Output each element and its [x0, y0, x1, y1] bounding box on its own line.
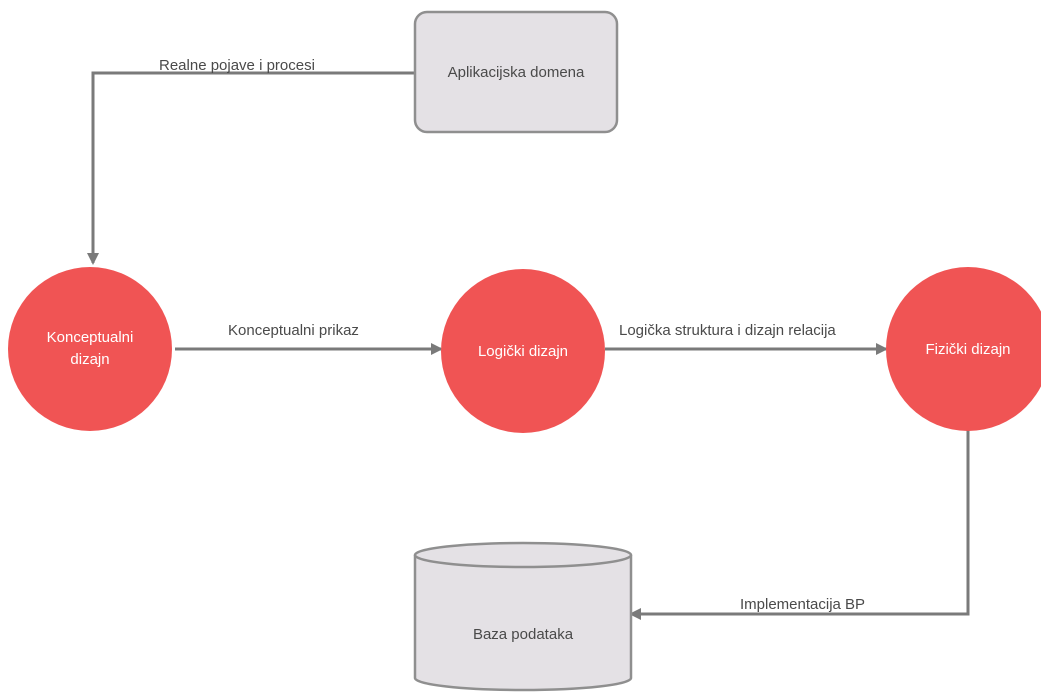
edge-label-implementation: Implementacija BP [740, 596, 866, 613]
application-domain-label: Aplikacijska domena [447, 63, 585, 81]
edge-label-real-phenomena: Realne pojave i procesi [159, 57, 315, 74]
conceptual-design-circle[interactable] [8, 267, 172, 431]
edge-real-phenomena [87, 71, 415, 265]
database-cylinder[interactable] [413, 541, 633, 692]
logical-design-circle[interactable] [441, 269, 605, 433]
application-domain-box[interactable] [413, 10, 619, 134]
conceptual-design-label: Konceptualni dizajn [46, 329, 134, 368]
edge-label-conceptual-view: Konceptualni prikaz [228, 322, 359, 339]
physical-design-label: Fizički dizajn [925, 341, 1011, 358]
logical-design-label: Logički dizajn [477, 343, 569, 360]
edge-label-logical-structure: Logička struktura i dizajn relacija [619, 322, 836, 339]
edge-implementation [629, 430, 970, 620]
database-label: Baza podataka [472, 625, 574, 643]
physical-design-circle[interactable] [886, 267, 1041, 431]
